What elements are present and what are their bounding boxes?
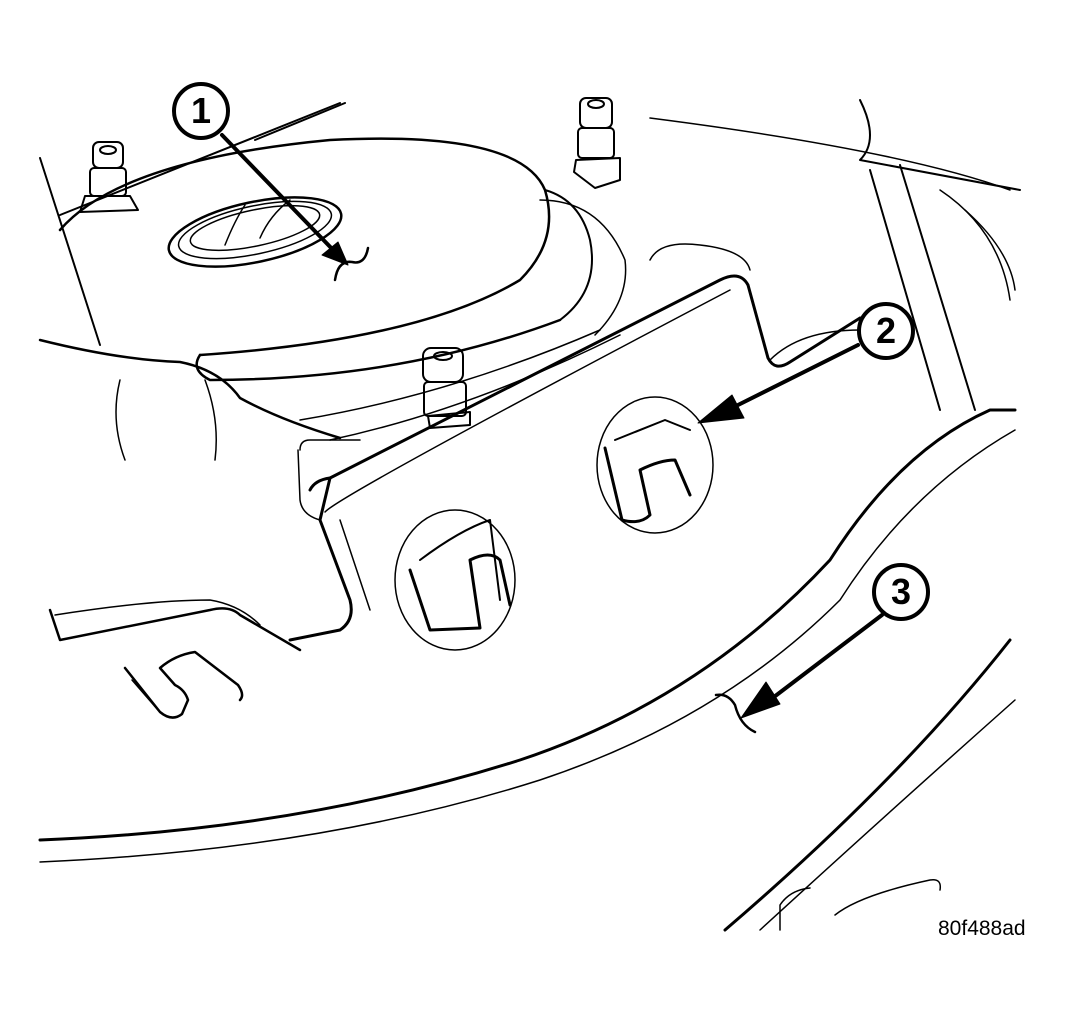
callout-leaders [220, 133, 884, 734]
callout-1-number: 1 [190, 90, 212, 131]
figure-id-label: 80f488ad [938, 917, 1026, 940]
leader-1 [220, 133, 370, 282]
retainer-clips [394, 396, 714, 651]
callout-2: 2 [857, 302, 915, 360]
leader-3 [714, 613, 884, 734]
callout-3-number: 3 [890, 571, 912, 612]
control-arm-left [38, 338, 342, 719]
leader-2 [697, 343, 860, 424]
callout-2-number: 2 [875, 310, 897, 351]
bracket-plate [288, 274, 862, 642]
callout-3: 3 [872, 563, 930, 621]
fender-panel [38, 243, 1017, 932]
stud-front [422, 347, 471, 429]
strut-mount [58, 137, 627, 441]
stud-left [79, 141, 139, 213]
stud-rear [573, 97, 621, 189]
callout-1: 1 [172, 82, 230, 140]
mounting-studs [79, 97, 621, 429]
